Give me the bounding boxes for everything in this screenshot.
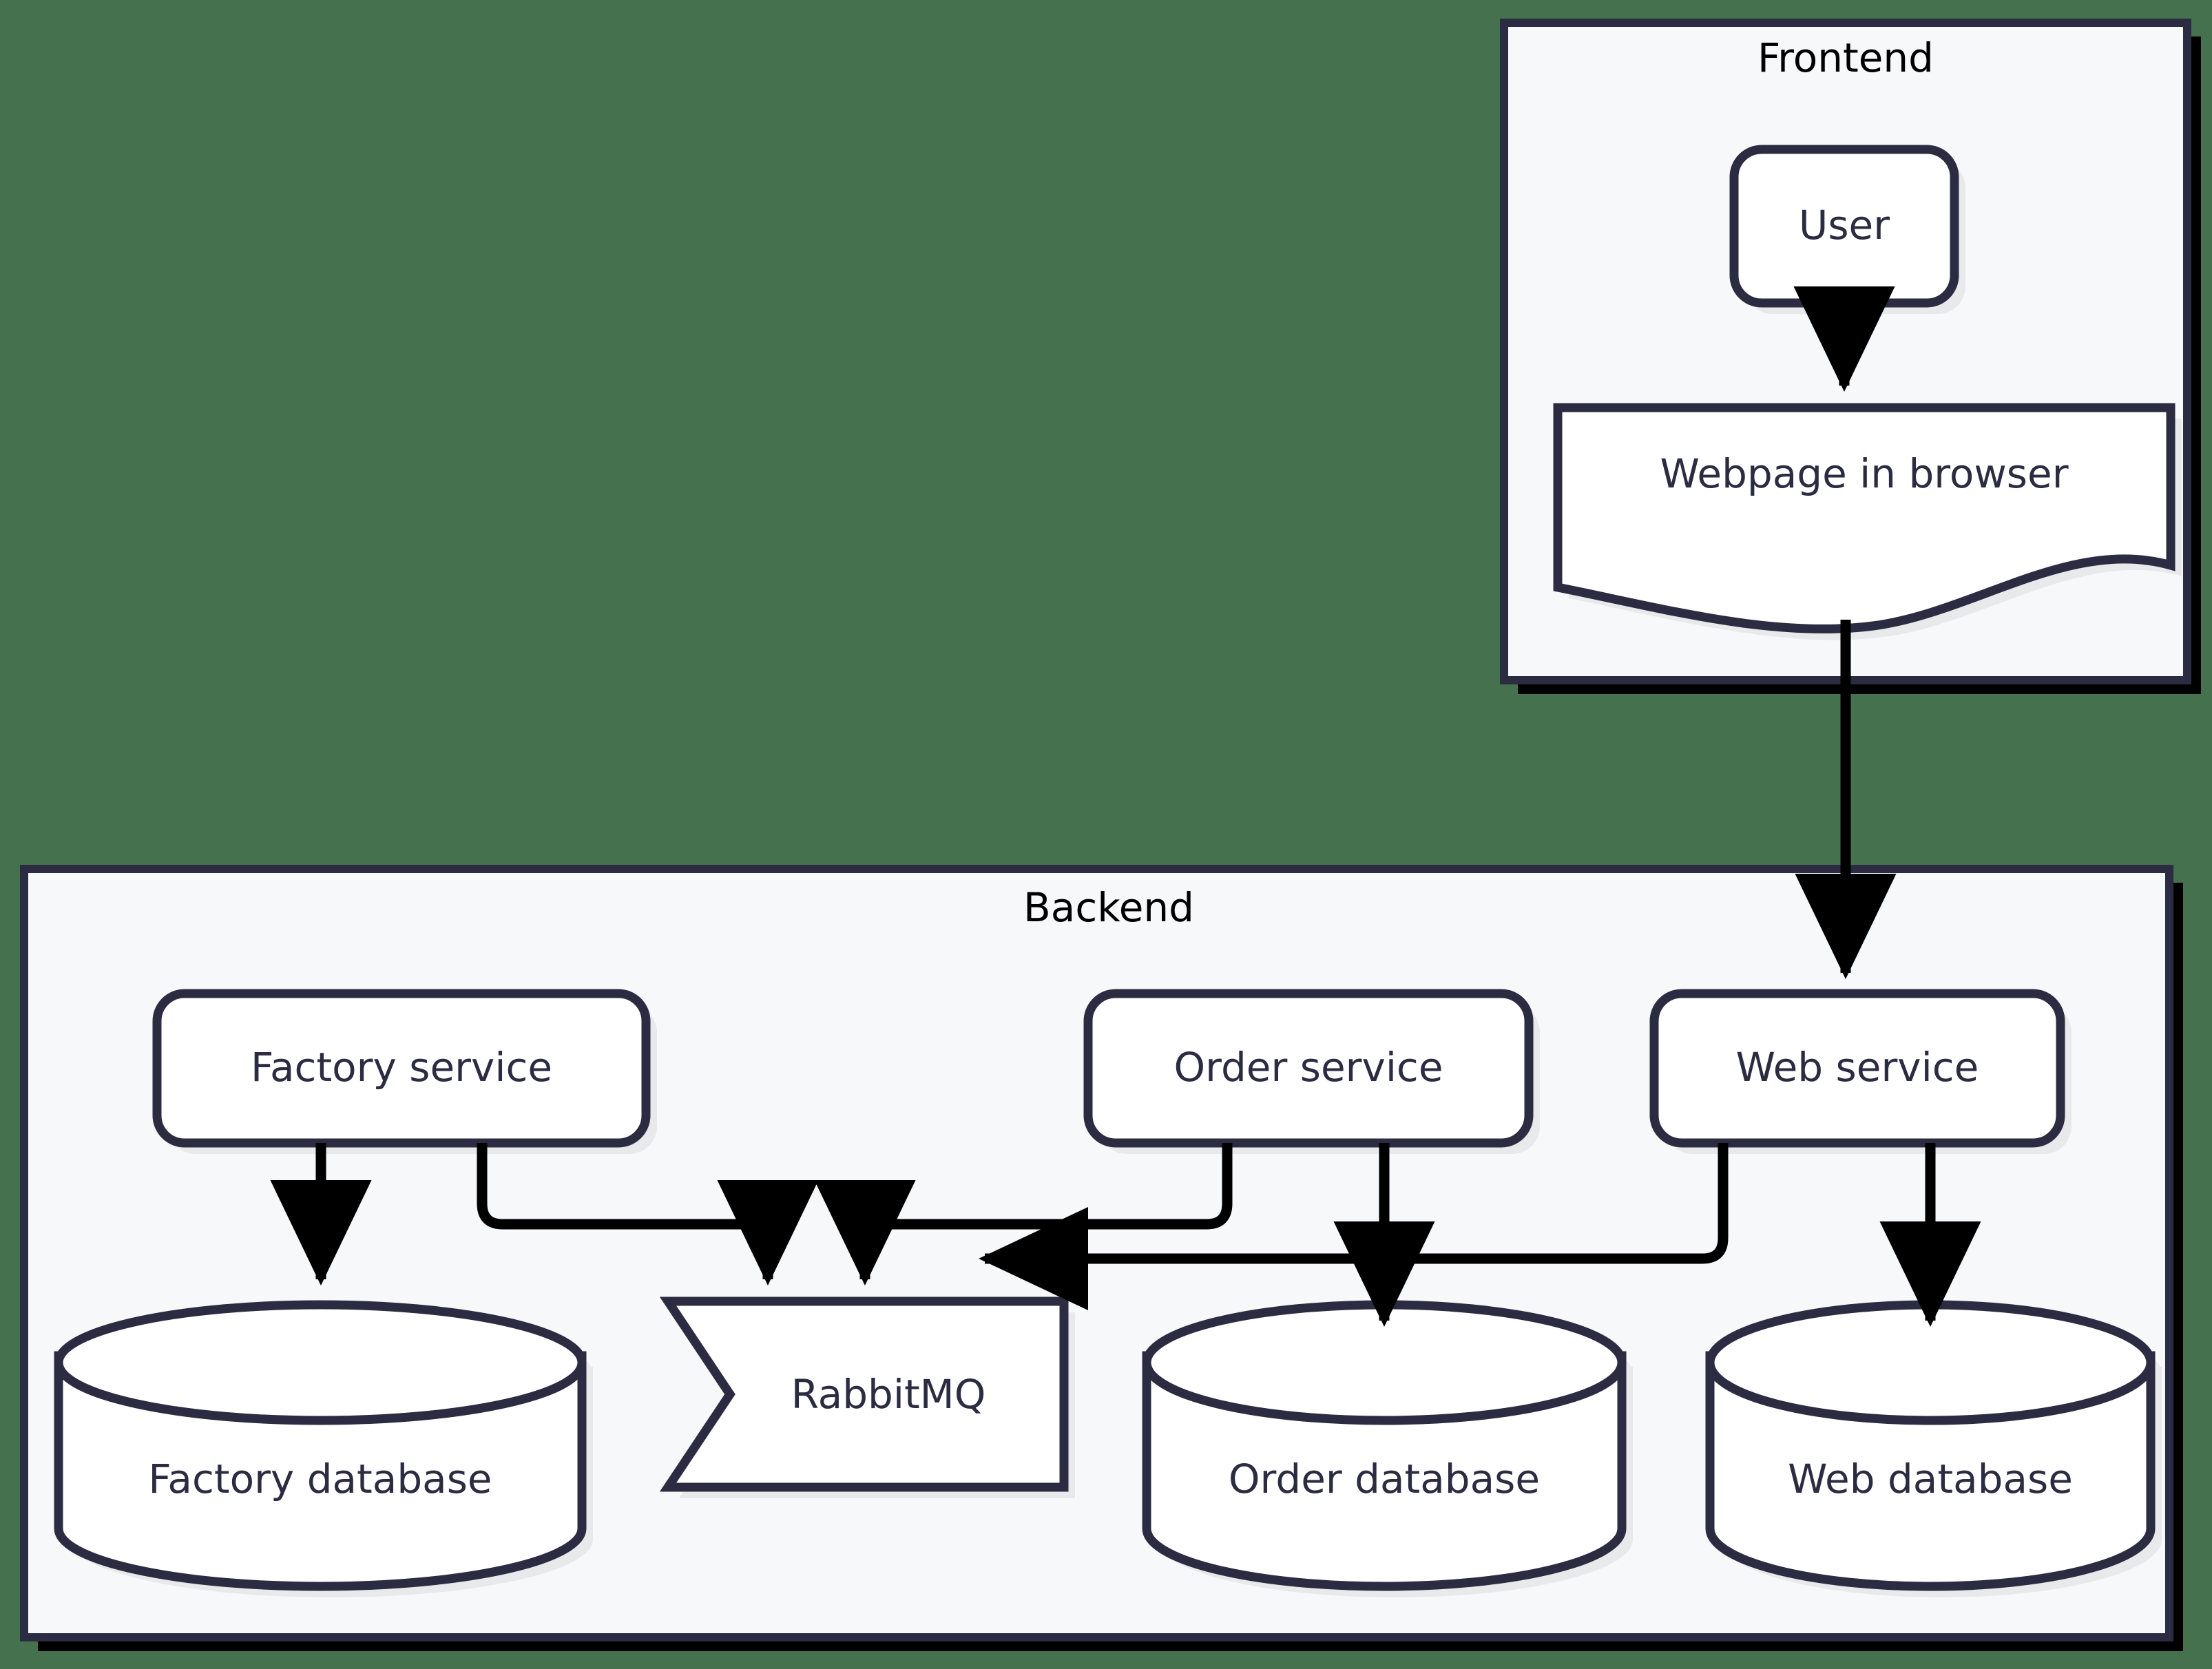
backend-title: Backend: [1023, 884, 1194, 931]
web-service-label: Web service: [1736, 1044, 1979, 1091]
factory-database-top: [54, 1300, 587, 1425]
factory-service-label: Factory service: [251, 1044, 552, 1091]
node-user[interactable]: User: [1729, 145, 1965, 314]
node-order-database[interactable]: Order database: [1142, 1300, 1633, 1597]
node-factory-service[interactable]: Factory service: [152, 989, 657, 1154]
node-order-service[interactable]: Order service: [1083, 989, 1540, 1154]
edge-web-service-to-rabbitmq: [979, 1143, 1729, 1311]
web-database-label: Web database: [1788, 1456, 2073, 1502]
order-database-label: Order database: [1229, 1456, 1540, 1502]
edge-factory-service-to-rabbitmq: [477, 1143, 819, 1285]
node-webpage[interactable]: Webpage in browser: [1553, 403, 2182, 640]
factory-service-box[interactable]: [152, 989, 651, 1148]
node-web-service[interactable]: Web service: [1649, 989, 2072, 1154]
webpage-box[interactable]: [1553, 403, 2176, 633]
user-label: User: [1799, 202, 1890, 249]
web-database-top: [1705, 1300, 2156, 1425]
factory-database-label: Factory database: [148, 1456, 492, 1502]
order-service-label: Order service: [1173, 1044, 1443, 1091]
order-database-top: [1142, 1300, 1627, 1425]
node-factory-database[interactable]: Factory database: [54, 1300, 593, 1597]
node-rabbitmq[interactable]: RabbitMQ: [659, 1297, 1075, 1498]
order-service-box[interactable]: [1083, 989, 1534, 1148]
web-service-box[interactable]: [1649, 989, 2065, 1148]
node-web-database[interactable]: Web database: [1705, 1300, 2162, 1597]
rabbitmq-label: RabbitMQ: [791, 1371, 986, 1418]
webpage-label: Webpage in browser: [1660, 450, 2068, 497]
frontend-title: Frontend: [1757, 34, 1934, 81]
